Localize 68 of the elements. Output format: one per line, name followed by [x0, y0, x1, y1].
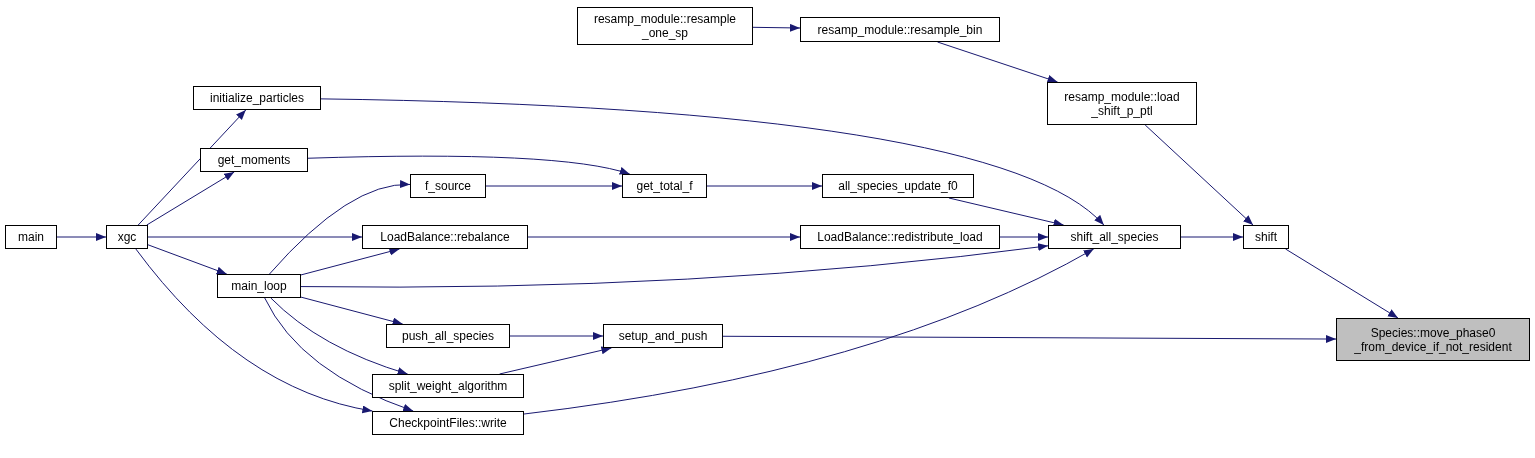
- call-arrow: [706, 182, 823, 190]
- call-arrow: [1180, 233, 1244, 241]
- function-box: [410, 174, 486, 198]
- function-box: [362, 225, 528, 249]
- function-box: [1243, 225, 1289, 249]
- call-arrow: [722, 335, 1337, 343]
- function-box: [800, 17, 1000, 42]
- call-arrow: [307, 155, 631, 175]
- call-arrow: [485, 182, 623, 190]
- function-name: get_moments: [217, 153, 291, 167]
- function-box: [1048, 225, 1181, 249]
- function-name: setup_and_push: [618, 329, 708, 343]
- call-arrow: [300, 296, 404, 326]
- function-name: resamp_module::resample_bin: [817, 22, 983, 37]
- function-box: [5, 225, 57, 249]
- function-box: [622, 174, 707, 198]
- call-arrow: [523, 248, 1095, 415]
- function-name: split_weight_algorithm: [388, 379, 508, 393]
- function-box: [217, 274, 301, 298]
- function-name: shift: [1255, 230, 1277, 244]
- function-box: [386, 324, 510, 348]
- call-arrow: [1144, 124, 1254, 226]
- function-box: [1047, 82, 1197, 125]
- call-arrow: [135, 248, 373, 413]
- call-arrow: [264, 297, 414, 412]
- call-arrow: [269, 180, 411, 275]
- call-arrow: [56, 233, 107, 241]
- call-arrow: [147, 244, 228, 275]
- function-name: main_loop: [231, 279, 287, 293]
- function-box: [200, 148, 308, 172]
- function-name: resamp_module::load _shift_p_ptl: [1063, 89, 1181, 118]
- function-name: get_total_f: [636, 179, 693, 193]
- function-name: resamp_module::resample _one_sp: [592, 12, 738, 40]
- function-name: Species::move_phase0 _from_device_if_not_resident: [1353, 325, 1513, 354]
- call-arrow: [270, 297, 409, 375]
- function-box: [1336, 318, 1530, 361]
- call-arrow: [137, 109, 247, 226]
- call-arrow: [320, 98, 1105, 226]
- function-name: LoadBalance::rebalance: [380, 230, 510, 244]
- call-arrow: [948, 197, 1065, 227]
- call-arrow: [937, 41, 1058, 83]
- function-name: main: [18, 230, 44, 244]
- function-name: all_species_update_f0: [838, 179, 958, 193]
- function-box: [822, 174, 974, 198]
- call-arrow: [300, 247, 400, 276]
- call-arrow: [300, 243, 1049, 288]
- function-box: [800, 225, 1000, 249]
- function-box: [106, 225, 148, 249]
- function-name: shift_all_species: [1070, 230, 1159, 244]
- function-name: CheckpointFiles::write: [389, 416, 507, 430]
- function-name: LoadBalance::redistribute_load: [817, 230, 983, 244]
- call-arrow: [527, 233, 801, 241]
- function-box: [603, 324, 723, 348]
- call-arrow: [752, 23, 801, 32]
- function-name: initialize_particles: [209, 91, 304, 105]
- function-name: xgc: [117, 230, 137, 244]
- call-arrow: [146, 171, 235, 226]
- function-box: [372, 411, 524, 435]
- call-arrow: [999, 233, 1049, 241]
- call-arrow: [499, 346, 612, 375]
- call-arrow: [1285, 248, 1399, 319]
- call-arrow: [147, 233, 363, 241]
- function-name: f_source: [425, 179, 471, 193]
- function-box: [193, 86, 321, 110]
- call-arrow: [509, 332, 604, 340]
- function-box: [577, 7, 753, 45]
- function-name: push_all_species: [401, 329, 495, 343]
- function-box: [372, 374, 524, 398]
